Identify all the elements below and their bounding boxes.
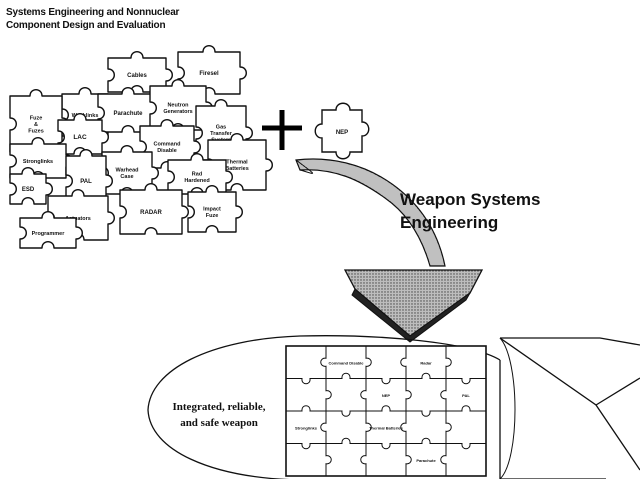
result-caption-line2: and safe weapon bbox=[180, 417, 258, 429]
nep-puzzle-piece: NEP bbox=[314, 102, 370, 160]
nep-label: NEP bbox=[336, 130, 348, 136]
component-label: RADAR bbox=[140, 210, 162, 216]
assembled-piece-label: PAL bbox=[462, 393, 470, 398]
component-piece: Programmer bbox=[19, 211, 83, 249]
assembled-piece-label: Stronglinks bbox=[295, 425, 318, 430]
grid-seam-horizontal bbox=[286, 405, 486, 417]
process-label-line2: Engineering bbox=[400, 213, 499, 232]
component-piece: Firesel bbox=[177, 45, 247, 95]
component-puzzle-cluster: CablesFireselWeaklinksParachuteNeutronGe… bbox=[9, 45, 273, 249]
component-label: Stronglinks bbox=[23, 159, 53, 165]
assembled-piece-label: Parachute bbox=[416, 458, 436, 463]
puzzle-piece-outline bbox=[9, 167, 53, 205]
plus-sign bbox=[262, 110, 302, 150]
component-piece: RADAR bbox=[119, 183, 189, 235]
page-title: Systems Engineering and Nonnuclear Compo… bbox=[6, 6, 266, 32]
component-label: Firesel bbox=[199, 71, 219, 77]
component-label: Fuze&Fuzes bbox=[28, 115, 44, 134]
puzzle-piece-outline bbox=[119, 183, 189, 235]
page-title-line1: Systems Engineering and Nonnuclear bbox=[6, 7, 180, 18]
component-label: Actuators bbox=[65, 216, 91, 222]
component-label: Cables bbox=[127, 73, 147, 79]
assembled-piece-label: NEP bbox=[382, 393, 391, 398]
assembled-piece-label: Thermal Batteries bbox=[369, 425, 404, 430]
result-caption-line1: Integrated, reliable, bbox=[172, 401, 266, 413]
component-label: Parachute bbox=[113, 111, 143, 117]
process-arrow bbox=[295, 158, 484, 343]
component-label: LAC bbox=[73, 134, 87, 141]
component-piece: ESD bbox=[9, 167, 53, 205]
weapon-outline bbox=[147, 335, 640, 479]
puzzle-piece-outline bbox=[187, 185, 243, 233]
component-label: PAL bbox=[80, 179, 92, 185]
grid-seam-horizontal bbox=[286, 437, 486, 450]
component-piece: Stronglinks bbox=[9, 137, 73, 179]
assembled-piece-label: Command Disable bbox=[329, 360, 365, 365]
process-label-line1: Weapon Systems bbox=[400, 190, 541, 209]
component-label: Programmer bbox=[32, 231, 66, 237]
process-label: Weapon Systems Engineering bbox=[400, 188, 600, 234]
grid-seam-horizontal bbox=[286, 372, 486, 385]
result-caption: Integrated, reliable, and safe weapon bbox=[160, 399, 278, 431]
assembled-piece-label: Radar bbox=[420, 360, 432, 365]
page-title-line2: Component Design and Evaluation bbox=[6, 20, 166, 31]
puzzle-piece-outline bbox=[177, 45, 247, 95]
puzzle-piece-outline bbox=[19, 211, 83, 249]
component-label: ESD bbox=[22, 187, 35, 193]
